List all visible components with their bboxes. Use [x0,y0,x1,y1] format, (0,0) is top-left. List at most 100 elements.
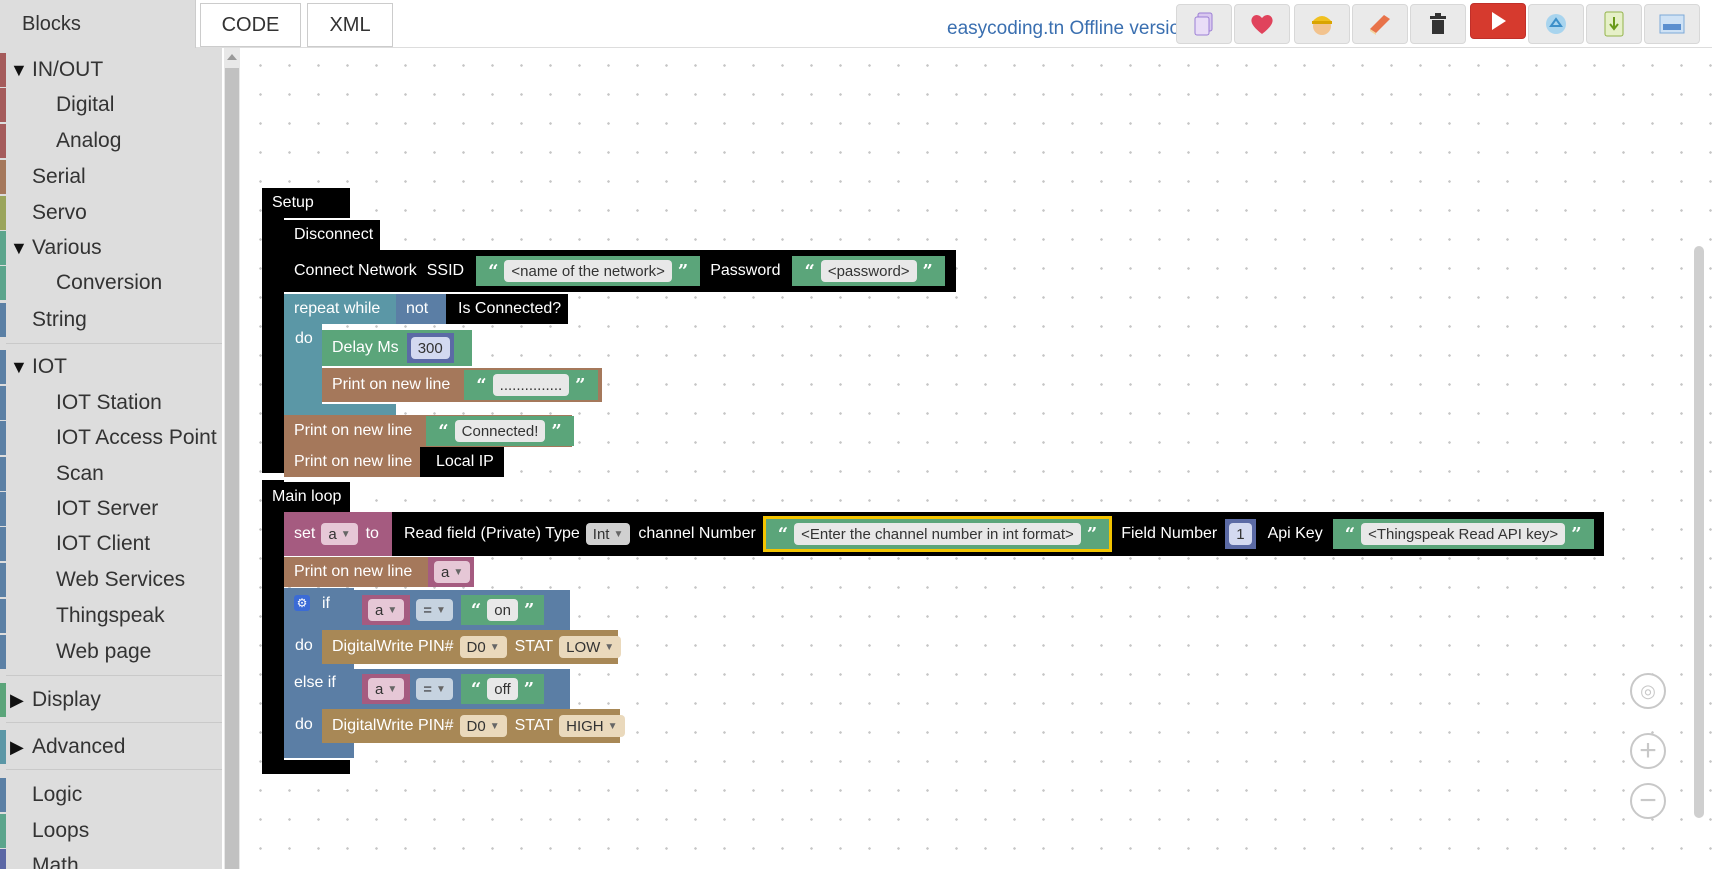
delay-input[interactable]: 300 [410,337,450,359]
delete-button[interactable] [1410,4,1466,44]
pin-dropdown[interactable]: D0▼ [459,715,507,737]
read-field-block[interactable]: Read field (Private) Type Int▼ channel N… [392,512,1604,556]
category-iot-server[interactable]: IOT Server [0,492,222,526]
operator-dropdown[interactable]: =▼ [416,678,453,700]
category-iot-access-point[interactable]: IOT Access Point [0,421,222,455]
connect-network-block[interactable]: Connect Network SSID “<name of the netwo… [284,250,956,292]
operator-dropdown[interactable]: =▼ [416,599,453,621]
delay-block[interactable]: Delay Ms 300 [322,330,472,366]
text-input[interactable]: off [487,678,518,700]
pin-dropdown[interactable]: D0▼ [459,636,507,658]
variable-dropdown[interactable]: a▼ [368,599,405,621]
workspace-scrollbar[interactable] [1694,246,1704,818]
category-scan[interactable]: Scan [0,457,222,491]
variable-block[interactable]: a▼ [428,557,474,587]
scroll-up-arrow-icon[interactable] [227,54,237,60]
category-iot-client[interactable]: IOT Client [0,527,222,561]
digital-write-block[interactable]: DigitalWrite PIN# D0▼ STAT LOW▼ [322,630,622,664]
disconnect-block[interactable]: Disconnect [284,220,380,250]
password-input[interactable]: <password> [820,260,917,282]
field-number-input[interactable]: 1 [1229,523,1252,545]
recenter-button[interactable]: ◎ [1630,673,1666,709]
category-loops[interactable]: Loops [0,814,222,848]
category-string[interactable]: String [0,303,222,337]
state-dropdown[interactable]: HIGH▼ [559,715,625,737]
category-logic[interactable]: Logic [0,778,222,812]
text-input[interactable]: ............... [492,374,570,396]
main-loop-block[interactable]: Main loop [262,482,350,512]
category-advanced[interactable]: ▶Advanced [0,730,222,764]
text-block[interactable]: “<Thingspeak Read API key>” [1332,519,1594,549]
api-key-input[interactable]: <Thingspeak Read API key> [1361,523,1566,545]
category-math[interactable]: Math [0,849,222,869]
print-new-line-block[interactable]: Print on new line “Connected!” [284,415,574,447]
category-analog[interactable]: Analog [0,124,222,158]
recycle-button[interactable] [1528,4,1584,44]
zoom-out-button[interactable]: − [1630,783,1666,819]
screenshot-button[interactable] [1644,4,1700,44]
print-new-line-block[interactable]: Print on new line [284,447,420,477]
screenshot-icon [1659,14,1685,34]
text-block[interactable]: “<Enter the channel number in int format… [762,516,1113,552]
variable-dropdown[interactable]: a▼ [321,523,358,545]
text-input[interactable]: on [487,599,518,621]
tab-code[interactable]: CODE [200,3,301,47]
category-servo[interactable]: Servo [0,196,222,230]
category-web-page[interactable]: Web page [0,635,222,669]
category-digital[interactable]: Digital [0,88,222,122]
tab-xml[interactable]: XML [307,3,393,47]
text-block[interactable]: “...............” [464,370,598,400]
copy-icon [1194,12,1213,36]
text-block[interactable]: “Connected!” [426,416,574,446]
category-iot[interactable]: ▼IOT [0,350,222,384]
category-iot-station[interactable]: IOT Station [0,386,222,420]
book-button[interactable] [1352,4,1408,44]
text-block[interactable]: “on” [460,595,545,625]
repeat-while-block[interactable]: repeat while [284,294,396,324]
category-in-out[interactable]: ▼IN/OUT [0,53,222,87]
gear-icon[interactable]: ⚙ [294,595,310,611]
text-input[interactable]: Connected! [454,420,546,442]
text-block[interactable]: “off” [460,674,545,704]
local-ip-block[interactable]: Local IP [420,447,504,477]
toolbox-scrollbar[interactable] [224,48,240,869]
setup-block[interactable]: Setup [262,188,350,218]
zoom-in-button[interactable]: + [1630,733,1666,769]
variable-dropdown[interactable]: a▼ [368,678,405,700]
compare-block[interactable]: a▼ =▼ “on” [354,590,570,630]
variable-block[interactable]: a▼ [362,595,411,625]
state-dropdown[interactable]: LOW▼ [559,636,622,658]
category-thingspeak[interactable]: Thingspeak [0,599,222,633]
category-various[interactable]: ▼Various [0,231,222,265]
category-display[interactable]: ▶Display [0,683,222,717]
brand-link[interactable]: easycoding.tn Offline version [947,18,1191,39]
text-block[interactable]: “<name of the network>” [476,256,701,286]
is-connected-block[interactable]: Is Connected? [446,294,568,324]
run-button[interactable] [1470,3,1526,39]
separator [6,675,222,676]
text-block[interactable]: “<password>” [792,256,945,286]
variable-dropdown[interactable]: a▼ [434,561,471,583]
variable-block[interactable]: a▼ [362,674,411,704]
set-variable-block[interactable]: set a▼ to [284,512,394,556]
copy-button[interactable] [1176,4,1232,44]
caret-down-icon: ▼ [10,237,28,258]
number-block[interactable]: 300 [406,333,454,363]
category-conversion[interactable]: Conversion [0,266,222,300]
favorite-button[interactable] [1234,4,1290,44]
tab-blocks[interactable]: Blocks [0,0,196,48]
channel-input[interactable]: <Enter the channel number in int format> [794,523,1081,545]
save-button[interactable] [1586,4,1642,44]
digital-write-block[interactable]: DigitalWrite PIN# D0▼ STAT HIGH▼ [322,709,625,743]
scrollbar-thumb[interactable] [225,68,239,869]
number-block[interactable]: 1 [1225,519,1256,549]
compare-block[interactable]: a▼ =▼ “off” [354,669,570,709]
profile-button[interactable] [1294,4,1350,44]
print-new-line-block[interactable]: Print on new line “...............” [322,368,602,402]
not-block[interactable]: not [396,294,446,324]
ssid-input[interactable]: <name of the network> [504,260,672,282]
print-new-line-block[interactable]: Print on new line [284,557,428,587]
category-web-services[interactable]: Web Services [0,563,222,597]
type-dropdown[interactable]: Int▼ [585,523,631,545]
category-serial[interactable]: Serial [0,160,222,194]
